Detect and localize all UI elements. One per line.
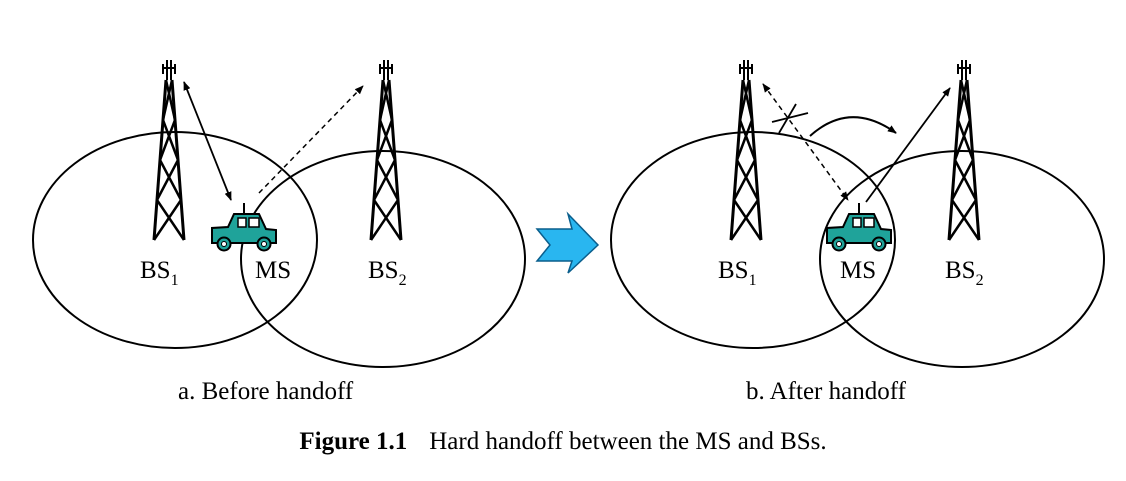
transition-arrow-icon	[535, 211, 600, 274]
link-bs2-ms-a	[258, 85, 364, 194]
caption-before-handoff: a. Before handoff	[178, 378, 354, 405]
panel-b: BS1 MS BS2	[610, 58, 1105, 368]
bs2-tower-icon-a	[369, 58, 403, 242]
ms-car-icon-a	[211, 202, 277, 252]
bs1-tower-icon-a	[152, 58, 186, 242]
bs2-label-b: BS2	[945, 257, 984, 289]
figure-number: Figure 1.1	[299, 428, 408, 455]
bs1-label-a: BS1	[140, 257, 179, 289]
cell-bs2-a	[240, 150, 526, 368]
link-cut-mark	[771, 112, 809, 123]
panel-a: BS1 MS BS2	[32, 58, 526, 368]
cell-bs2-b	[819, 150, 1105, 368]
ms-car-icon-b	[826, 202, 892, 252]
figure-caption-text: Hard handoff between the MS and BSs.	[429, 428, 827, 455]
ms-label-b: MS	[840, 257, 876, 284]
old-link-bs1-ms-b	[762, 83, 849, 201]
bs2-label-a: BS2	[368, 257, 407, 289]
panel-captions: a. Before handoff b. After handoff	[0, 378, 1126, 408]
ms-label-a: MS	[255, 257, 291, 284]
link-cut-mark-2	[778, 103, 797, 134]
figure-caption: Figure 1.1 Hard handoff between the MS an…	[0, 428, 1126, 456]
caption-after-handoff: b. After handoff	[746, 378, 906, 405]
bs1-tower-icon-b	[729, 58, 763, 242]
bs1-label-b: BS1	[718, 257, 757, 289]
handoff-curve-arrow	[809, 116, 897, 137]
new-link-bs2-ms-b	[865, 87, 951, 203]
link-bs1-ms-a	[183, 81, 232, 201]
bs2-tower-icon-b	[947, 58, 981, 242]
